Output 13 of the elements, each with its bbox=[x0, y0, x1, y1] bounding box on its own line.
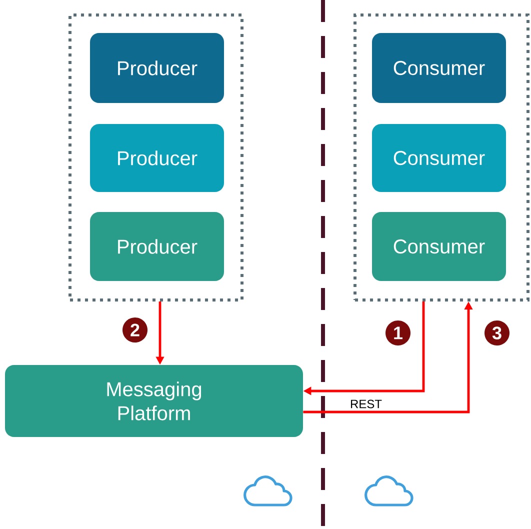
process-box: Producer bbox=[90, 212, 224, 281]
group-box bbox=[354, 14, 530, 302]
step-badge: 2 bbox=[122, 318, 148, 342]
process-box: Producer bbox=[90, 124, 224, 192]
process-box: Producer bbox=[90, 33, 224, 103]
protocol-label: REST bbox=[350, 400, 382, 408]
group-box bbox=[68, 14, 244, 302]
process-box: Consumer bbox=[372, 124, 506, 192]
step-badge: 3 bbox=[484, 320, 510, 346]
process-box: Messaging Platform bbox=[5, 365, 303, 437]
process-box: Consumer bbox=[372, 212, 506, 281]
step-badge: 1 bbox=[386, 320, 410, 346]
process-box: Consumer bbox=[372, 33, 506, 103]
